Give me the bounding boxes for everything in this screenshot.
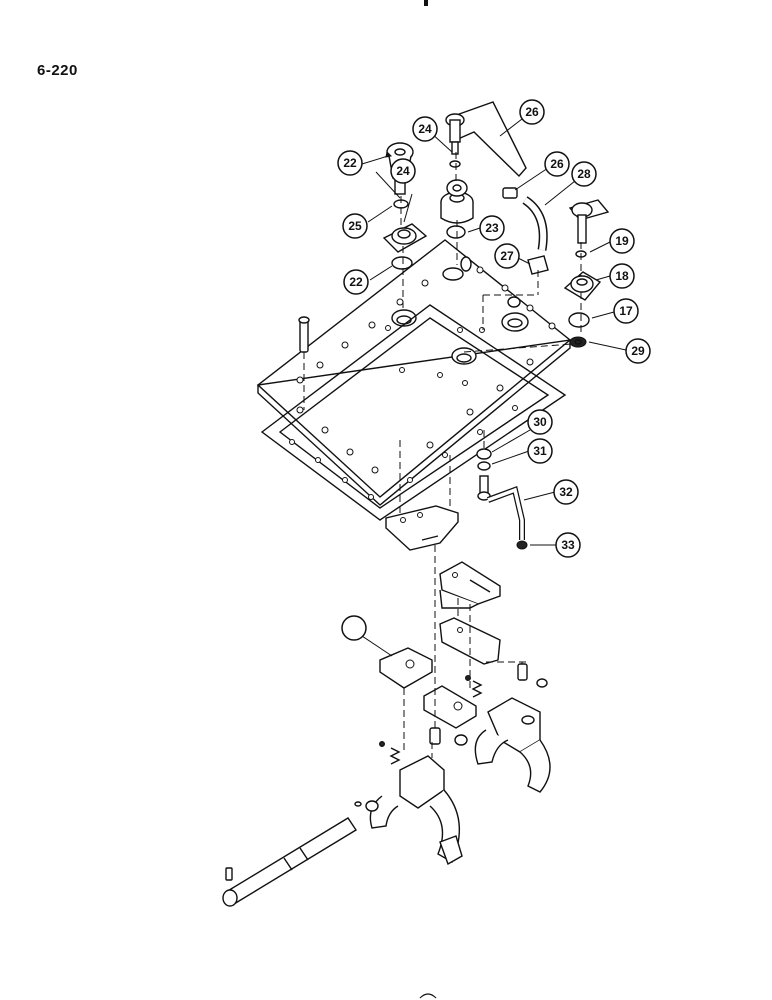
shift-lever-25 [445,101,527,178]
callout-23: 24 [390,158,416,184]
clips [354,678,548,812]
bracket-upper [385,505,459,551]
callout-17: 17 [613,298,639,324]
callout-30: 31 [527,438,553,464]
svg-text:27: 27 [500,249,514,263]
svg-text:31: 31 [533,444,547,458]
alignment-lines-lower [399,440,530,758]
callout-26-lower: 27 [494,243,520,269]
svg-text:22: 22 [349,275,363,289]
callout-32: 33 [555,532,581,558]
bracket-middle [439,561,501,609]
seals-and-washers [391,160,590,348]
svg-text:26: 26 [550,157,564,171]
tube-31 [486,486,525,540]
housing-18 [563,271,602,301]
svg-text:18: 18 [615,269,629,283]
block-lower [423,685,477,729]
shift-lever-right [568,199,610,244]
callout-28: 29 [625,338,651,364]
svg-text:30: 30 [533,415,547,429]
svg-text:29: 29 [631,344,645,358]
block-33 [379,647,433,689]
svg-text:24: 24 [418,122,432,136]
cover-plate [256,239,572,506]
svg-text:23: 23 [485,221,499,235]
callout-22-left: 22 [343,269,369,295]
svg-text:25: 25 [348,219,362,233]
svg-text:33: 33 [561,538,575,552]
callout-24-top: 24 [412,116,438,142]
housing-23 [440,179,474,224]
svg-text:26: 26 [525,105,539,119]
shift-rail [222,817,357,907]
svg-text:22: 22 [343,156,357,170]
shift-fork-right [474,697,551,793]
svg-text:28: 28 [577,167,591,181]
housing-left [382,223,428,253]
callout-21: 22 [337,150,363,176]
callout-31: 32 [553,479,579,505]
fitting-26-lower [527,255,549,275]
callout-25: 26 [519,99,545,125]
grease-fitting [298,316,310,353]
alignment-lines-upper [303,152,582,410]
tube-27 [522,196,548,251]
callout-leaders [355,118,627,657]
gasket [260,304,567,521]
callout-22-right: 23 [479,215,505,241]
callout-26-top: 26 [544,151,570,177]
shift-fork-left [369,755,463,866]
callout-27: 28 [571,161,597,187]
scan-mark [424,0,428,6]
page-number: 6-220 [37,62,78,79]
callout-18: 18 [609,263,635,289]
callout-29: 30 [527,409,553,435]
fitting-29-30 [476,448,492,501]
scan-mark-bottom [419,993,437,999]
callout-33 [341,615,367,641]
springs-and-detents [379,663,528,765]
svg-text:17: 17 [619,304,633,318]
callout-24-left: 25 [342,213,368,239]
callout-19: 19 [609,228,635,254]
nut-32 [516,540,528,550]
fitting-26-upper [502,187,518,199]
svg-text:32: 32 [559,485,573,499]
svg-text:24: 24 [396,164,410,178]
svg-text:19: 19 [615,234,629,248]
